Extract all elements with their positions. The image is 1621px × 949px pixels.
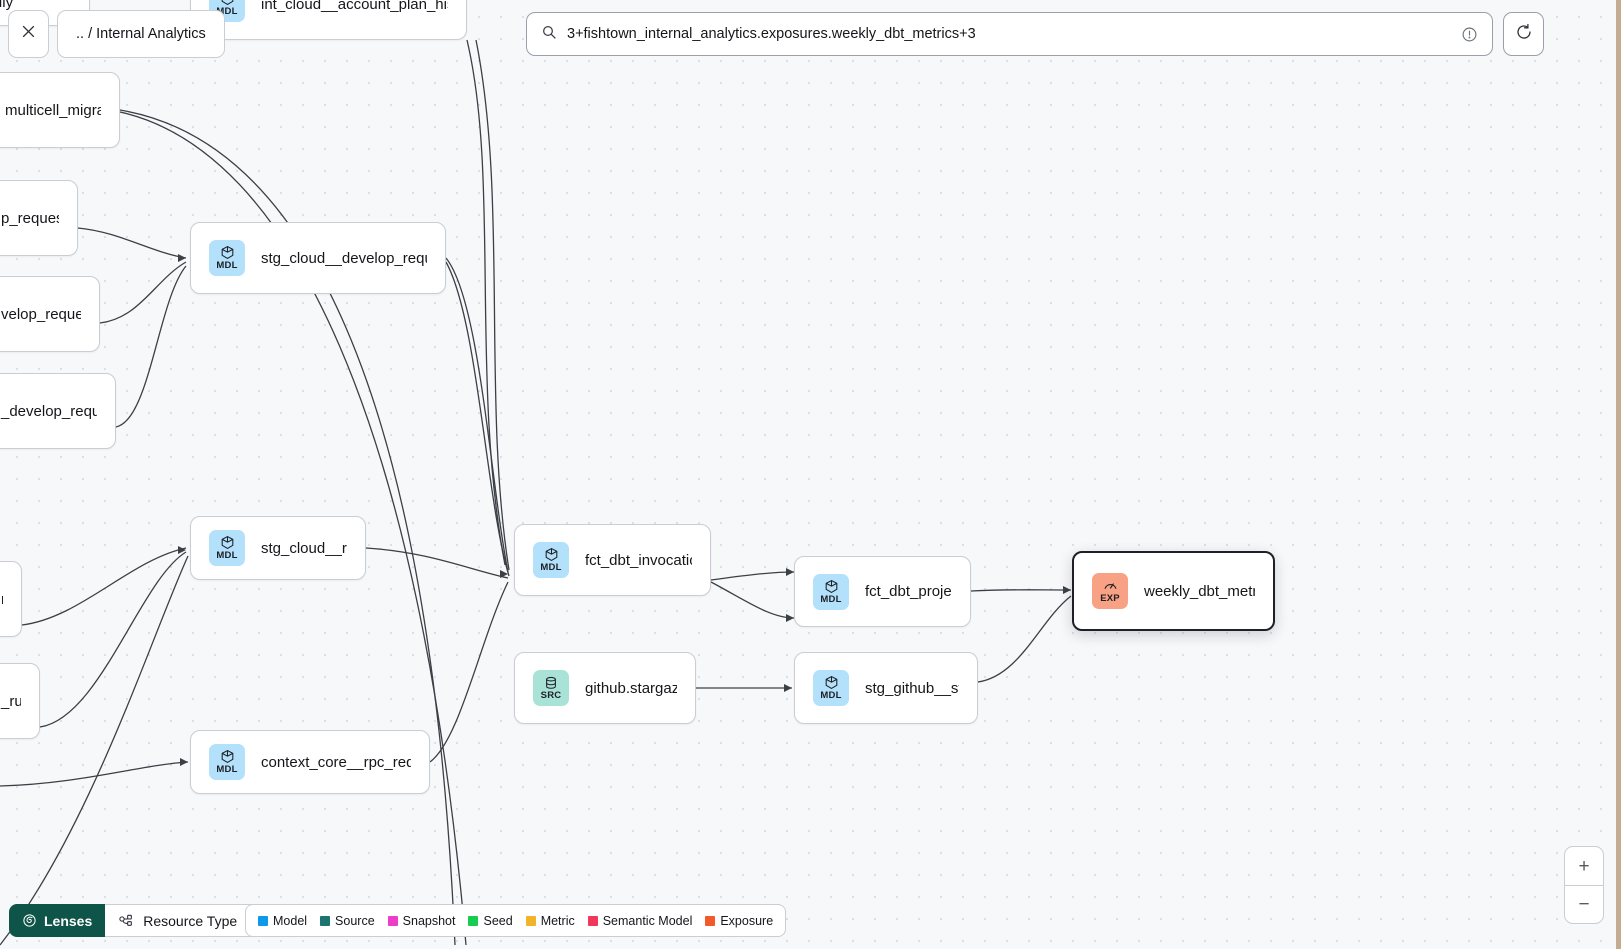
badge-text: MDL	[216, 260, 238, 272]
badge-text: SRC	[540, 689, 562, 701]
search-icon	[541, 24, 557, 45]
lenses-label: Lenses	[44, 912, 93, 929]
node-label: fct_dbt_invocations	[585, 551, 692, 569]
refresh-icon	[1515, 23, 1533, 46]
node-label: snapshot_daily	[0, 0, 14, 11]
graph-node-develop-request-a[interactable]: p_request	[0, 180, 78, 256]
breadcrumb-label: .. / Internal Analytics	[76, 26, 206, 42]
window-edge	[1616, 0, 1621, 949]
legend-swatch	[587, 915, 598, 926]
lenses-button[interactable]: Lenses	[9, 904, 106, 937]
legend-label: Snapshot	[402, 913, 456, 928]
legend-item-seed: Seed	[468, 913, 513, 928]
legend-item-source: Source	[320, 914, 375, 928]
badge-text: MDL	[820, 690, 842, 702]
graph-node-partial-run[interactable]: _run	[0, 663, 40, 739]
badge-text: MDL	[216, 550, 238, 562]
legend-swatch	[320, 915, 331, 926]
legend-label: Source	[335, 913, 375, 928]
source-badge-icon: SRC	[533, 670, 569, 706]
resource-type-label: Resource Type	[143, 912, 238, 929]
legend-item-model: Model	[258, 914, 307, 928]
node-label: weekly_dbt_metrics	[1144, 582, 1255, 600]
model-badge-icon: MDL	[209, 240, 245, 276]
graph-node-context-core-rpc-request[interactable]: MDL context_core__rpc_request	[190, 730, 430, 794]
close-icon	[20, 23, 37, 45]
model-badge-icon: MDL	[813, 670, 849, 706]
graph-node-weekly-dbt-metrics[interactable]: EXP weekly_dbt_metrics	[1072, 551, 1275, 631]
legend-swatch	[258, 915, 268, 926]
legend-swatch	[525, 915, 536, 926]
graph-node-stg-github-stars[interactable]: MDL stg_github__stars	[794, 652, 978, 724]
legend-label: Exposure	[720, 913, 774, 928]
badge-text: MDL	[540, 562, 562, 574]
legend-label: Metric	[540, 913, 575, 928]
node-label: github.stargazers	[585, 679, 677, 697]
bottom-toolbar: Lenses Resource Type	[9, 904, 273, 937]
node-label: stg_cloud__runs	[261, 539, 347, 557]
graph-node-develop-request-b[interactable]: velop_request	[0, 276, 100, 352]
node-label: _develop_request	[1, 402, 97, 420]
zoom-out-button[interactable]: −	[1565, 885, 1603, 923]
model-badge-icon: MDL	[209, 530, 245, 566]
legend-label: Seed	[483, 913, 513, 928]
badge-text: MDL	[216, 764, 238, 776]
node-label: n	[0, 591, 3, 608]
node-label: int_cloud__account_plan_history	[261, 0, 448, 13]
resource-nodes-icon	[118, 913, 134, 929]
node-label: fct_dbt_projects	[865, 583, 952, 600]
graph-node-multicell-migration[interactable]: multicell_migrat…	[0, 72, 120, 148]
zoom-in-button[interactable]: +	[1578, 855, 1590, 877]
refresh-button[interactable]	[1503, 12, 1544, 56]
node-label: multicell_migrat…	[5, 101, 101, 119]
node-label: velop_request	[1, 305, 81, 323]
close-button[interactable]	[8, 10, 49, 58]
node-label: _run	[1, 692, 21, 710]
legend-swatch	[468, 915, 479, 926]
resource-type-legend: Model Source Snapshot Seed Metric Semant…	[245, 904, 787, 937]
breadcrumb[interactable]: .. / Internal Analytics	[57, 10, 225, 58]
graph-node-int-cloud-account-plan-history[interactable]: MDL int_cloud__account_plan_history	[190, 0, 467, 40]
graph-node-develop-request-c[interactable]: _develop_request	[0, 373, 116, 449]
badge-text: EXP	[1100, 593, 1120, 605]
search-input[interactable]	[567, 26, 1461, 42]
model-badge-icon: MDL	[209, 744, 245, 780]
badge-text: MDL	[820, 593, 842, 605]
graph-node-fct-dbt-invocations[interactable]: MDL fct_dbt_invocations	[514, 524, 711, 596]
graph-node-github-stargazers[interactable]: SRC github.stargazers	[514, 652, 696, 724]
model-badge-icon: MDL	[533, 542, 569, 578]
legend-label: Semantic Model	[602, 913, 693, 928]
badge-text: MDL	[216, 6, 238, 18]
node-label: stg_github__stars	[865, 679, 959, 697]
legend-item-metric: Metric	[525, 913, 575, 928]
graph-node-stg-cloud-runs[interactable]: MDL stg_cloud__runs	[190, 516, 366, 580]
zoom-controls: + −	[1564, 846, 1604, 924]
legend-item-snapshot: Snapshot	[387, 913, 456, 928]
info-circle-icon[interactable]	[1461, 26, 1478, 43]
exposure-badge-icon: EXP	[1092, 573, 1128, 609]
legend-item-semantic-model: Semantic Model	[587, 913, 693, 928]
model-badge-icon: MDL	[813, 573, 849, 610]
search-bar[interactable]	[526, 12, 1493, 56]
legend-item-exposure: Exposure	[705, 914, 773, 928]
lens-spiral-icon	[22, 913, 37, 928]
node-label: p_request	[1, 209, 59, 227]
node-label: stg_cloud__develop_requests	[261, 249, 427, 267]
graph-node-fct-dbt-projects[interactable]: MDL fct_dbt_projects	[794, 556, 971, 627]
legend-label: Model	[273, 913, 308, 928]
node-label: context_core__rpc_request	[261, 753, 411, 771]
graph-node-stg-cloud-develop-requests[interactable]: MDL stg_cloud__develop_requests	[190, 222, 446, 294]
graph-node-partial-n[interactable]: n	[0, 561, 22, 637]
legend-swatch	[387, 915, 398, 926]
legend-swatch	[705, 915, 716, 926]
